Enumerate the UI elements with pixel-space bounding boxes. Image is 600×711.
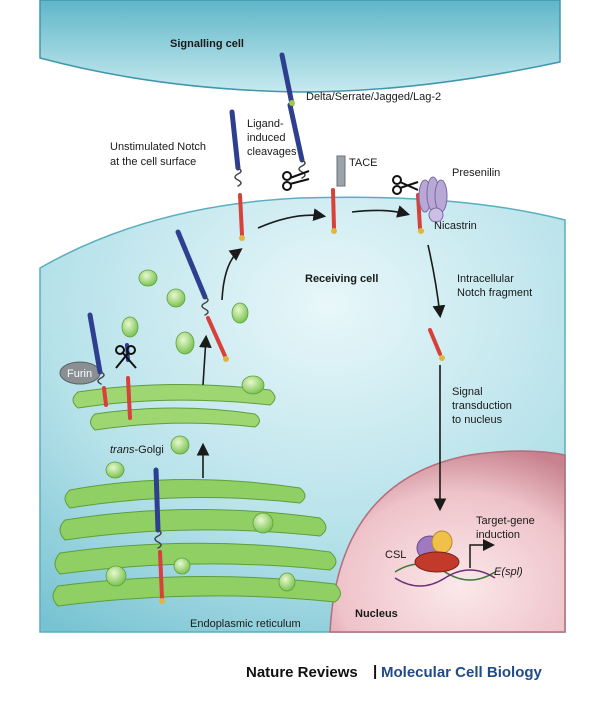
intracellular-fragment-label-2: Notch fragment [457, 287, 532, 299]
footer-separator: | [373, 663, 378, 680]
unstimulated-notch-label-2: at the cell surface [110, 156, 196, 168]
nicastrin-label: Nicastrin [434, 220, 477, 232]
ligand-cleavage-label-1: Ligand- [247, 118, 284, 130]
notch-receptors [87, 52, 445, 604]
ligand-family-label: Delta/Serrate/Jagged/Lag-2 [306, 91, 441, 103]
intracellular-fragment-label-1: Intracellular [457, 273, 514, 285]
vesicles [105, 269, 296, 592]
tace-protease [336, 155, 346, 187]
presenilin-complex [418, 176, 448, 223]
scissors-icon [115, 170, 419, 369]
tace-label: TACE [349, 157, 378, 169]
presenilin-label: Presenilin [452, 167, 500, 179]
trans-golgi-label: trans-Golgi [110, 444, 164, 456]
signalling-cell-label: Signalling cell [170, 38, 244, 50]
ligand-cleavage-label-2: induced [247, 132, 286, 144]
er-label: Endoplasmic reticulum [190, 618, 301, 630]
trans-golgi-label-suffix: -Golgi [134, 444, 163, 456]
receiving-cell-label: Receiving cell [305, 273, 378, 285]
csl-label: CSL [385, 549, 406, 561]
journal-section: Molecular Cell Biology [381, 664, 542, 681]
signal-transduction-label-3: to nucleus [452, 414, 503, 426]
dna-helix [394, 563, 496, 587]
target-gene-label-1: Target-gene [476, 515, 535, 527]
unstimulated-notch-label-1: Unstimulated Notch [110, 141, 206, 153]
transcription-arrow-icon [469, 539, 495, 568]
espl-gene-label: E(spl) [494, 566, 523, 578]
trans-golgi [72, 383, 276, 431]
trans-golgi-label-prefix: trans [110, 444, 135, 456]
target-gene-label-2: induction [476, 529, 520, 541]
nucleus-label: Nucleus [355, 608, 398, 620]
furin-label: Furin [67, 368, 92, 380]
ligand-cleavage-label-3: cleavages [247, 146, 297, 158]
trafficking-arrows [196, 205, 447, 512]
signal-transduction-label-1: Signal [452, 386, 483, 398]
journal-footer: Nature Reviews | Molecular Cell Biology [0, 660, 600, 690]
transcription-complex [414, 551, 460, 573]
journal-name: Nature Reviews [246, 664, 358, 681]
signalling-cell [39, 0, 561, 93]
coactivator-protein [431, 530, 453, 554]
signal-transduction-label-2: transduction [452, 400, 512, 412]
